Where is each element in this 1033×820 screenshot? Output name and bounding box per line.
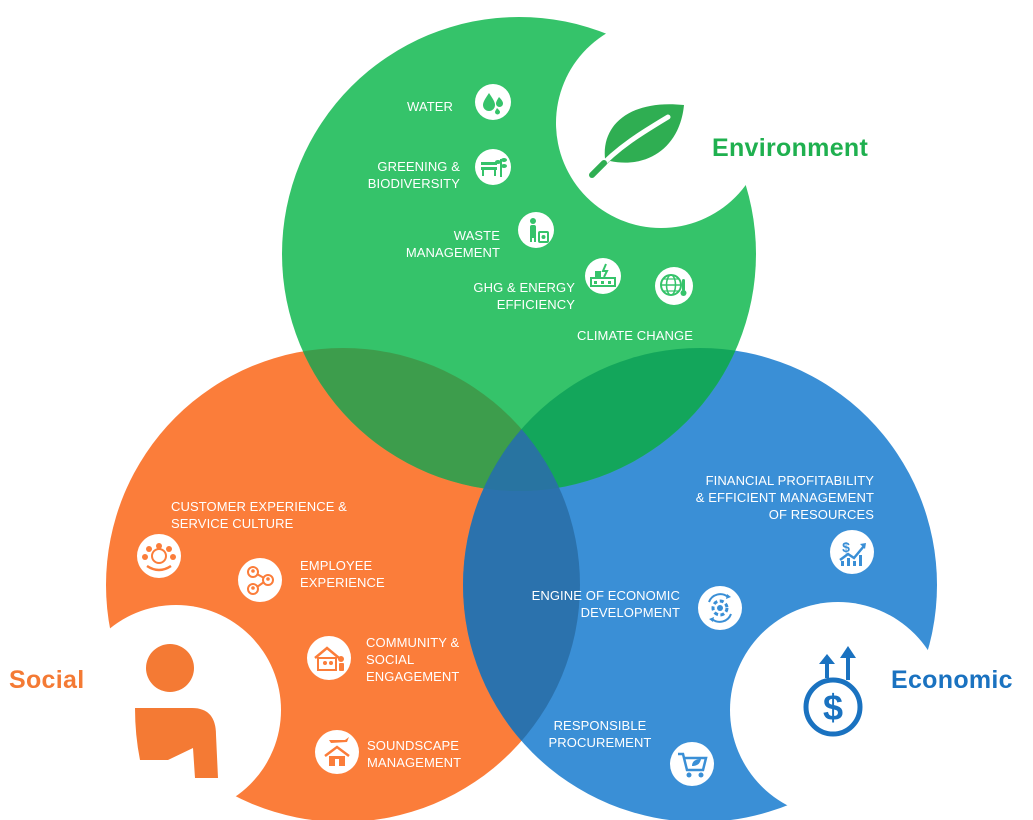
item-label-line: MANAGEMENT — [405, 245, 500, 260]
environment-title: Environment — [712, 134, 869, 162]
item-label-line: OF RESOURCES — [768, 507, 874, 522]
item-label-line: WATER — [407, 99, 453, 114]
item-label-line: WASTE — [453, 228, 500, 243]
environment-item-waste: WASTE MANAGEMENT — [380, 227, 500, 261]
economic-title: Economic — [891, 666, 1013, 694]
svg-text:$: $ — [842, 539, 850, 555]
social-item-employee: EMPLOYEE EXPERIENCE — [300, 557, 420, 591]
leaf-icon — [589, 104, 684, 178]
item-label-line: EXPERIENCE — [300, 575, 385, 590]
social-item-customer: CUSTOMER EXPERIENCE & SERVICE CULTURE — [171, 498, 391, 532]
environment-item-ghg: GHG & ENERGY EFFICIENCY — [445, 279, 575, 313]
item-label-line: PROCUREMENT — [548, 735, 652, 750]
item-label-line: ENGINE OF ECONOMIC — [531, 588, 680, 603]
plant-bench-icon — [475, 149, 511, 185]
item-label-line: SOUNDSCAPE — [367, 738, 460, 753]
community-house-icon — [307, 636, 351, 680]
employee-network-icon — [238, 558, 282, 602]
item-label-line: EFFICIENCY — [496, 297, 575, 312]
environment-item-greening: GREENING & BIODIVERSITY — [340, 158, 460, 192]
item-label-line: SERVICE CULTURE — [171, 516, 294, 531]
economic-item-engine: ENGINE OF ECONOMIC DEVELOPMENT — [508, 587, 680, 621]
item-label-line: EMPLOYEE — [300, 558, 373, 573]
environment-item-water: WATER — [360, 98, 453, 115]
gear-cycle-icon — [698, 586, 742, 630]
shopping-cart-icon — [670, 742, 714, 786]
item-label-line: FINANCIAL PROFITABILITY — [705, 473, 874, 488]
environment-item-climate: CLIMATE CHANGE — [577, 327, 717, 344]
item-label-line: MANAGEMENT — [367, 755, 462, 770]
social-environment-overlap — [282, 348, 580, 491]
recycle-bin-icon — [518, 212, 554, 248]
item-label-line: CUSTOMER EXPERIENCE & — [171, 499, 347, 514]
social-item-soundscape: SOUNDSCAPE MANAGEMENT — [367, 737, 487, 771]
item-label-line: CLIMATE CHANGE — [577, 328, 694, 343]
item-label-line: SOCIAL — [366, 652, 415, 667]
item-label-line: GREENING & — [377, 159, 460, 174]
economic-hub — [730, 602, 946, 818]
item-label-line: BIODIVERSITY — [367, 176, 460, 191]
person-icon — [135, 644, 218, 778]
dollar-growth-icon: $ — [803, 646, 863, 737]
social-title: Social — [9, 666, 85, 694]
item-label-line: GHG & ENERGY — [473, 280, 575, 295]
economic-item-financial: FINANCIAL PROFITABILITY & EFFICIENT MANA… — [664, 472, 874, 523]
energy-plant-icon — [585, 258, 621, 294]
social-item-community: COMMUNITY & SOCIAL ENGAGEMENT — [366, 634, 486, 685]
water-drops-icon — [475, 84, 511, 120]
plane-house-icon — [315, 730, 359, 774]
item-label-line: ENGAGEMENT — [366, 669, 460, 684]
customer-crowd-icon — [137, 534, 181, 578]
economic-item-procurement: RESPONSIBLE PROCUREMENT — [540, 717, 660, 751]
item-label-line: & EFFICIENT MANAGEMENT — [695, 490, 874, 505]
item-label-line: RESPONSIBLE — [553, 718, 647, 733]
globe-thermometer-icon — [655, 267, 693, 305]
financial-chart-icon: $ — [830, 530, 874, 574]
item-label-line: COMMUNITY & — [366, 635, 460, 650]
item-label-line: DEVELOPMENT — [580, 605, 680, 620]
svg-text:$: $ — [823, 687, 843, 728]
economic-environment-overlap — [463, 348, 756, 491]
